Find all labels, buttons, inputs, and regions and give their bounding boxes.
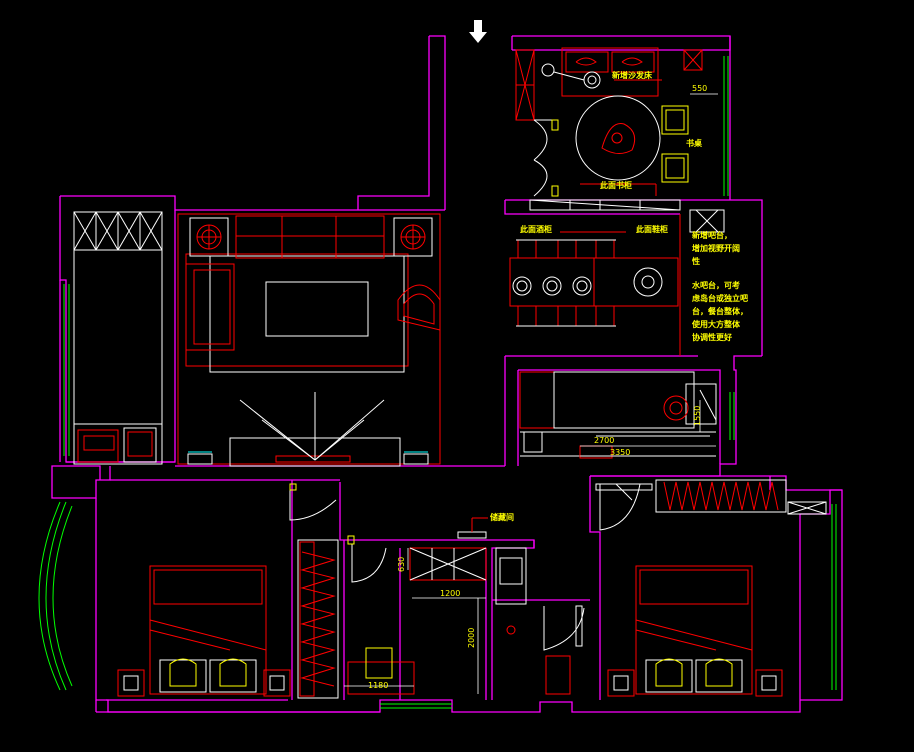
label-water-note-2: 虑岛台或独立吧 bbox=[692, 293, 748, 303]
dim-kitchen-b: 3350 bbox=[610, 448, 630, 457]
label-bar-note-2: 增加视野开阔 bbox=[692, 243, 740, 253]
label-shoe-cabinet: 此面鞋柜 bbox=[636, 224, 668, 234]
label-water-note-1: 水吧台，可考 bbox=[691, 280, 740, 290]
dining-furniture bbox=[509, 209, 725, 356]
top-left-cabinet bbox=[73, 211, 163, 465]
study-furniture bbox=[515, 47, 703, 211]
dimension-lines bbox=[344, 93, 718, 694]
down-arrow-icon bbox=[469, 20, 487, 43]
tv-cabinet bbox=[187, 392, 429, 467]
label-water-note-4: 使用大方整体 bbox=[691, 319, 741, 329]
bathroom-furniture bbox=[347, 535, 585, 695]
wardrobe bbox=[297, 539, 339, 699]
kitchen-furniture bbox=[519, 371, 717, 459]
storage-marker bbox=[457, 517, 488, 539]
label-bookcase: 此面书柜 bbox=[600, 180, 632, 190]
label-sofa-bed: 新增沙发床 bbox=[612, 70, 653, 80]
dim-study-width: 550 bbox=[692, 84, 707, 93]
dim-bath-depth: 630 bbox=[397, 557, 406, 572]
label-storage-room: 储藏间 bbox=[489, 512, 514, 522]
label-water-note-5: 协调性更好 bbox=[692, 332, 732, 342]
label-water-note-3: 台，餐台整体， bbox=[692, 306, 748, 316]
windows bbox=[38, 56, 837, 709]
dim-bath-length: 2000 bbox=[467, 628, 476, 648]
washer-icon bbox=[77, 427, 157, 463]
label-wine-cabinet: 此面酒柜 bbox=[520, 224, 552, 234]
dim-bath-bottom: 1180 bbox=[368, 681, 388, 690]
dim-kitchen-c: 1550 bbox=[693, 406, 702, 426]
label-bar-note-1: 新增吧台， bbox=[692, 230, 732, 240]
right-bedroom-furniture bbox=[595, 479, 827, 697]
dim-kitchen-a: 2700 bbox=[594, 436, 614, 445]
left-bedroom-furniture bbox=[117, 483, 337, 697]
dim-bath-width: 1200 bbox=[440, 589, 460, 598]
living-room-furniture bbox=[177, 213, 441, 465]
label-bar-note-3: 性 bbox=[692, 256, 700, 266]
label-desk: 书桌 bbox=[686, 138, 703, 148]
